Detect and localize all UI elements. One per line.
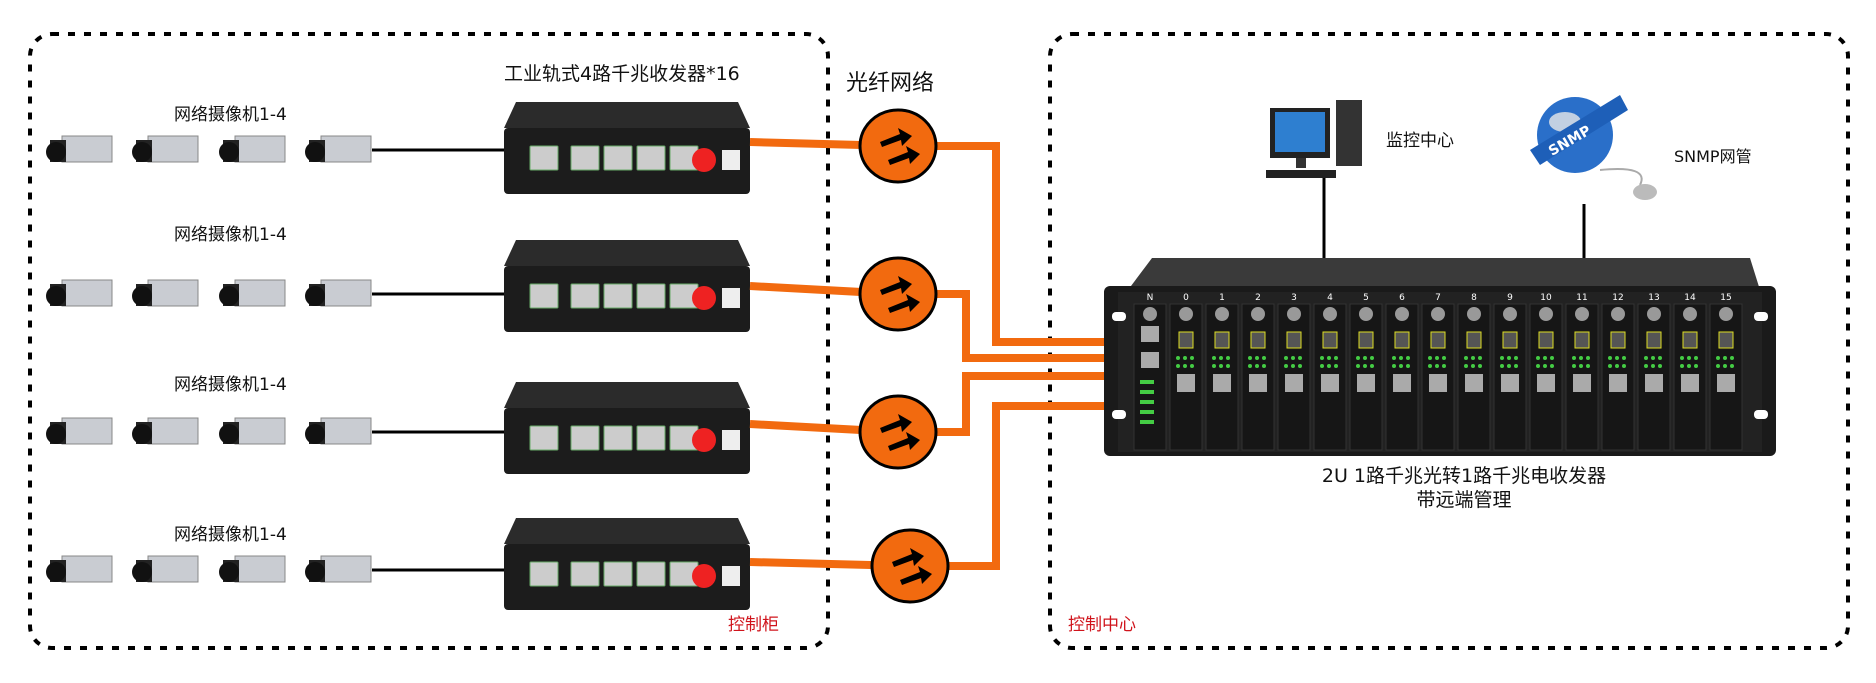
control-cabinet-label: 控制柜 [728, 615, 779, 635]
ip-camera-icon [132, 135, 199, 163]
snmp-management-label: SNMP网管 [1674, 147, 1752, 166]
converter-card-slot [1313, 303, 1347, 451]
chassis-title-line1: 2U 1路千兆光转1路千兆电收发器 [1322, 465, 1606, 487]
slot-number: 10 [1540, 293, 1552, 303]
industrial-transceiver [504, 240, 750, 332]
slot-number: 4 [1327, 293, 1333, 303]
slot-number: 5 [1363, 293, 1369, 303]
ip-camera-icon [305, 555, 372, 583]
slot-number: N [1147, 293, 1154, 303]
control-cabinet-zone [28, 32, 830, 650]
ip-camera-icon [219, 417, 286, 445]
slot-number: 1 [1219, 293, 1225, 303]
converter-card-slot [1637, 303, 1671, 451]
converter-card-slot [1385, 303, 1419, 451]
fiber-network-icon [858, 108, 938, 184]
ip-camera-icon [46, 135, 113, 163]
converter-card-slot [1673, 303, 1707, 451]
camera-group-label: 网络摄像机1-4 [174, 105, 287, 125]
control-center-label: 控制中心 [1068, 615, 1136, 635]
camera-group-label: 网络摄像机1-4 [174, 375, 287, 395]
fiber-network-icon [858, 394, 938, 470]
slot-number: 12 [1612, 293, 1623, 303]
slot-number: 8 [1471, 293, 1477, 303]
converter-card-slot [1277, 303, 1311, 451]
industrial-transceiver [504, 102, 750, 194]
snmp-globe-icon: SNMP [1530, 95, 1657, 200]
ip-camera-icon [132, 417, 199, 445]
converter-card-slot [1457, 303, 1491, 451]
converter-card-slot [1709, 303, 1743, 451]
industrial-transceiver [504, 518, 750, 610]
ip-camera-icon [305, 417, 372, 445]
camera-group-label: 网络摄像机1-4 [174, 525, 287, 545]
fiber-network-label: 光纤网络 [846, 71, 934, 96]
converter-card-slot [1421, 303, 1455, 451]
ip-camera-icon [219, 279, 286, 307]
slot-number: 11 [1576, 293, 1587, 303]
fiber-network-icon [870, 528, 950, 604]
ip-camera-icon [305, 279, 372, 307]
slot-number: 3 [1291, 293, 1297, 303]
slot-number: 15 [1720, 293, 1731, 303]
management-module [1133, 303, 1167, 451]
industrial-transceiver [504, 382, 750, 474]
slot-number: 14 [1684, 293, 1696, 303]
converter-card-slot [1601, 303, 1635, 451]
ip-camera-icon [132, 279, 199, 307]
converter-card-slot [1169, 303, 1203, 451]
slot-number: 2 [1255, 293, 1261, 303]
ip-camera-icon [46, 555, 113, 583]
chassis-title-line2: 带远端管理 [1416, 489, 1511, 511]
converter-card-slot [1205, 303, 1239, 451]
converter-card-slot [1493, 303, 1527, 451]
ip-camera-icon [46, 417, 113, 445]
ip-camera-icon [46, 279, 113, 307]
fiber-network-icon [858, 256, 938, 332]
monitor-center-pc-icon [1266, 100, 1362, 178]
ip-camera-icon [219, 555, 286, 583]
slot-number: 0 [1183, 293, 1189, 303]
monitor-center-label: 监控中心 [1386, 131, 1454, 151]
ip-camera-icon [132, 555, 199, 583]
slot-number: 7 [1435, 293, 1441, 303]
converter-card-slot [1349, 303, 1383, 451]
ip-camera-icon [305, 135, 372, 163]
slot-number: 6 [1399, 293, 1405, 303]
transceiver-title: 工业轨式4路千兆收发器*16 [504, 63, 740, 85]
slot-number: 13 [1648, 293, 1659, 303]
converter-card-slot [1241, 303, 1275, 451]
converter-card-slot [1529, 303, 1563, 451]
slot-number: 9 [1507, 293, 1513, 303]
converter-card-slot [1565, 303, 1599, 451]
camera-group-label: 网络摄像机1-4 [174, 225, 287, 245]
ip-camera-icon [219, 135, 286, 163]
